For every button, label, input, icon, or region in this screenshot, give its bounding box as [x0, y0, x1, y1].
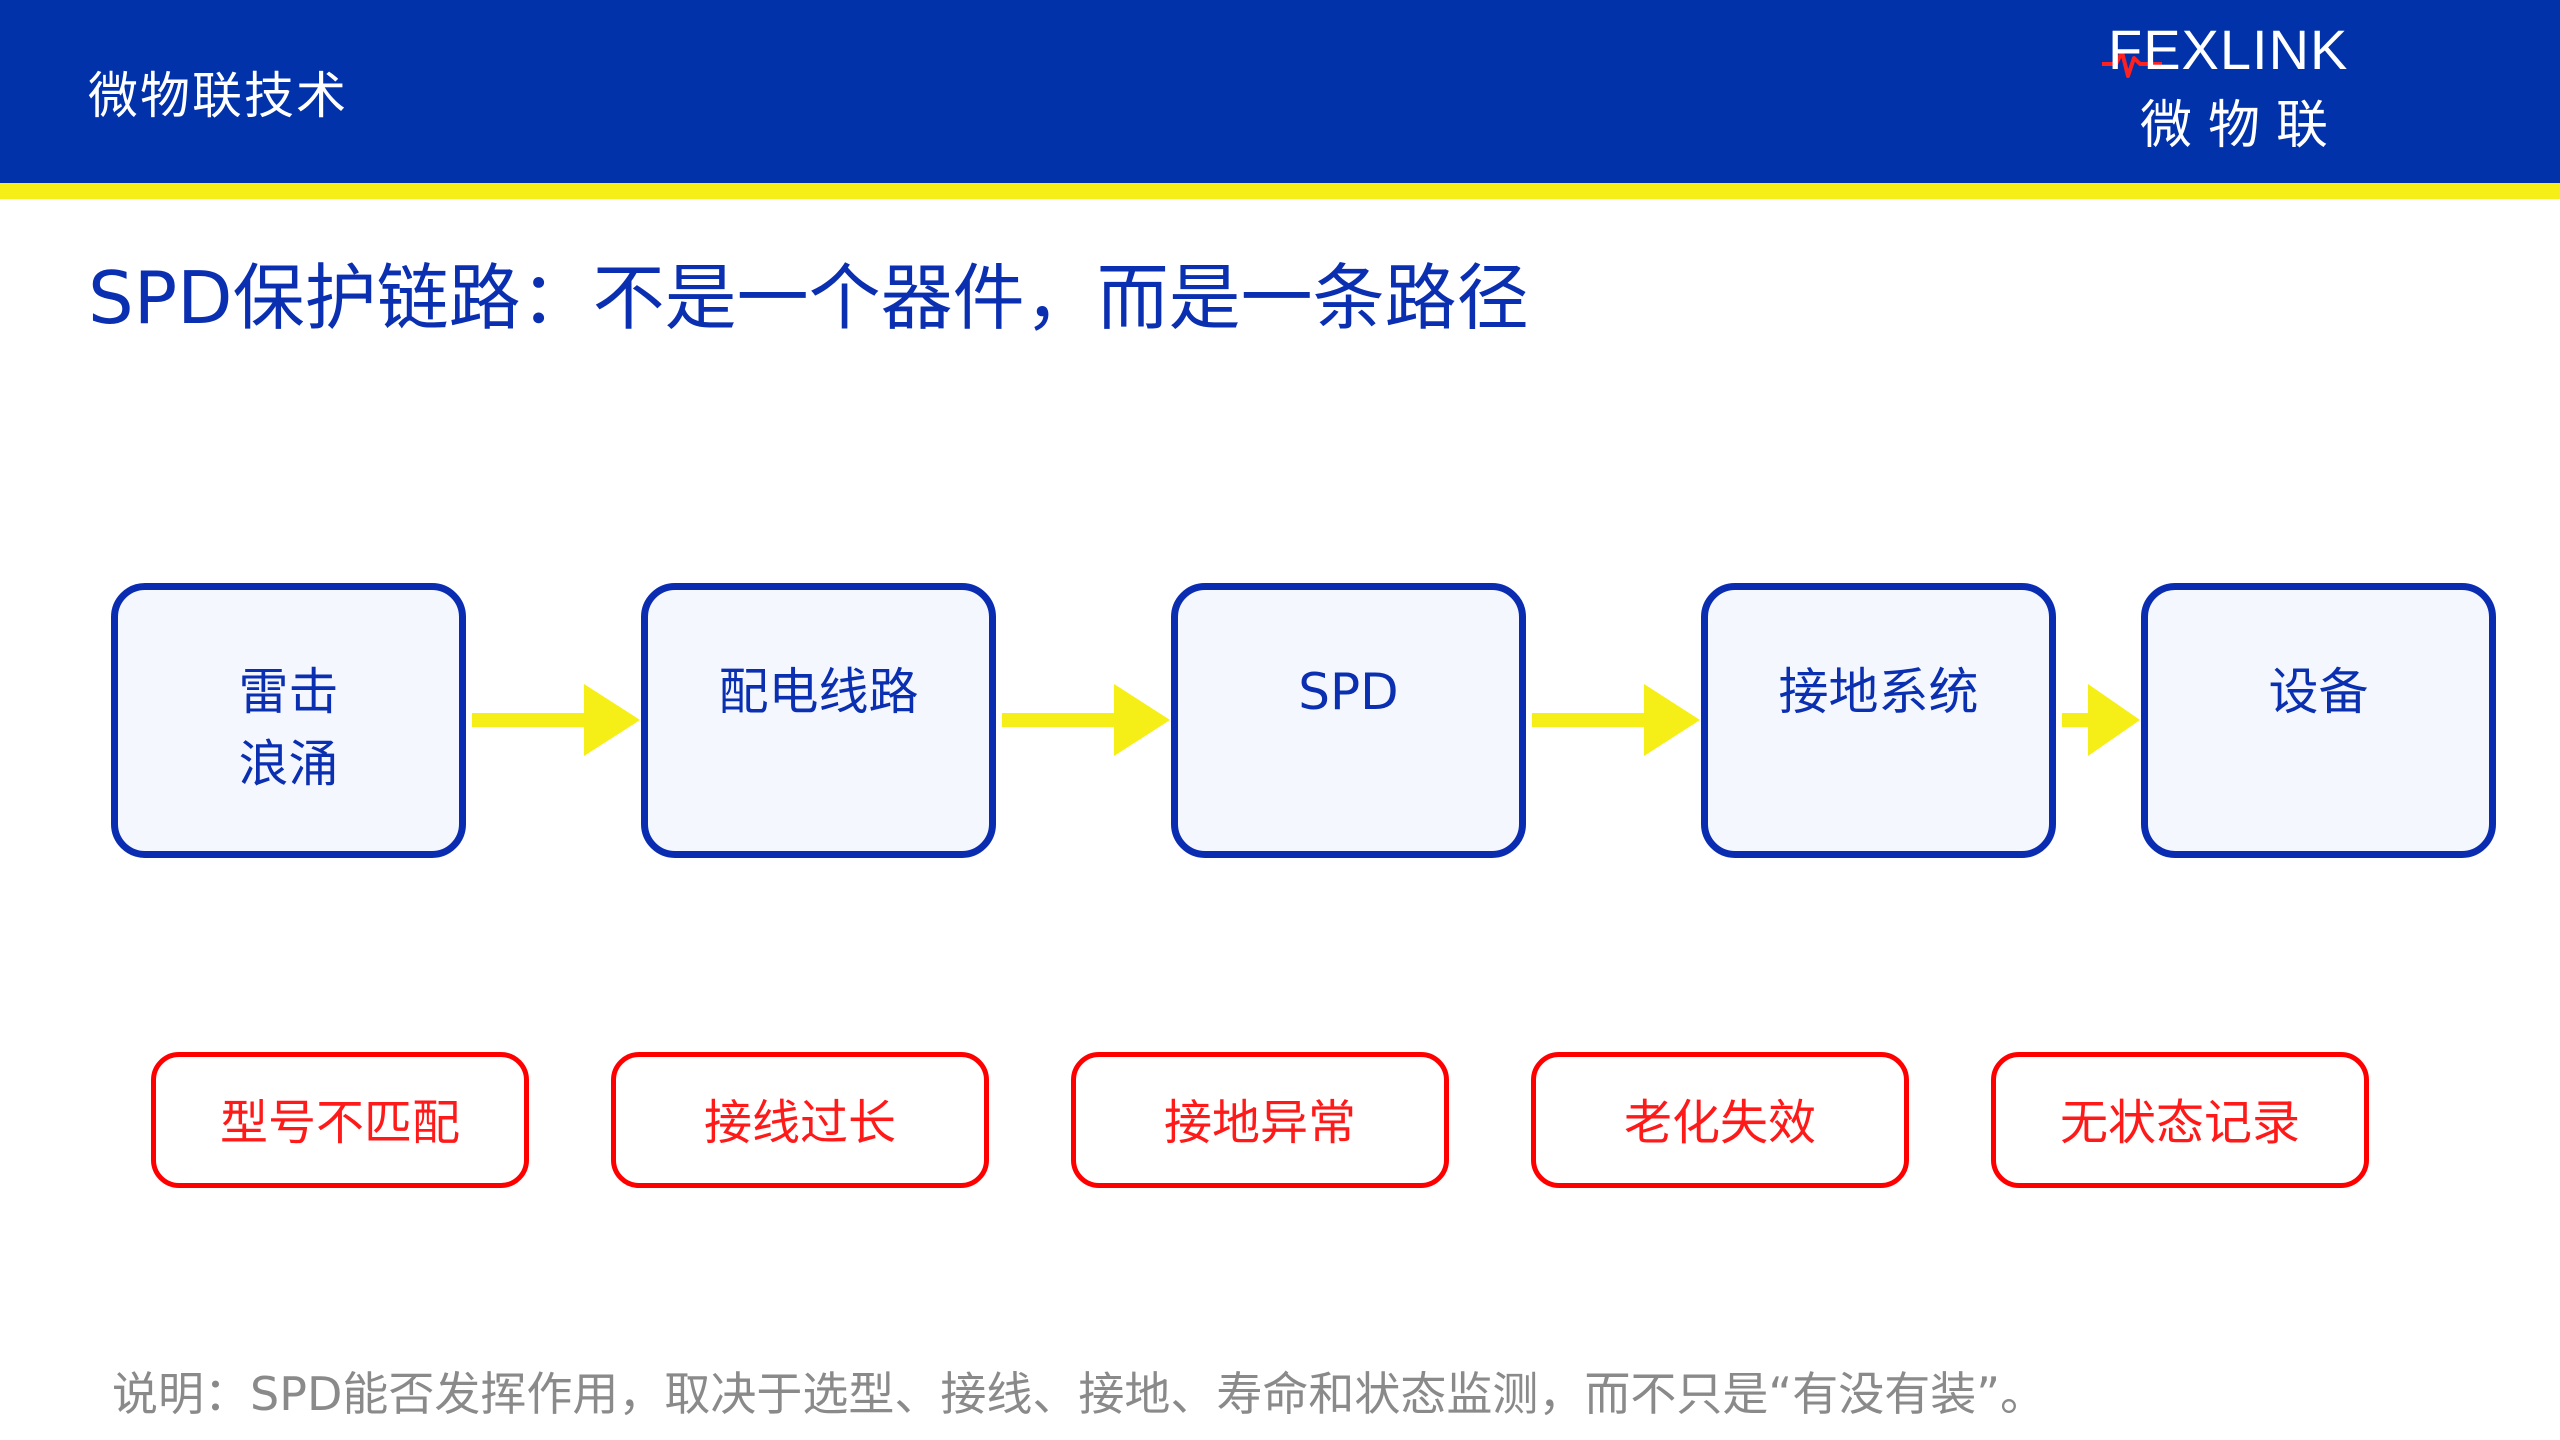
risk-label: 接线过长: [703, 1095, 896, 1151]
flow-node-label: 配电线路: [718, 663, 919, 721]
flow-node-spd: SPD: [1171, 583, 1526, 858]
risk-tag-grounding-abnormal: 接地异常: [1071, 1052, 1449, 1188]
flow-arrow-icon: [2062, 684, 2140, 756]
flow-node-lightning-surge: 雷击 浪涌: [111, 583, 466, 858]
risk-tag-model-mismatch: 型号不匹配: [151, 1052, 529, 1188]
flow-node-grounding-system: 接地系统: [1701, 583, 2056, 858]
risk-label: 型号不匹配: [219, 1095, 460, 1151]
flow-node-equipment: 设备: [2141, 583, 2496, 858]
header-bar: 微物联技术 FEXLINK 微物联: [0, 0, 2560, 183]
header-title: 微物联技术: [88, 67, 348, 125]
flow-node-label: SPD: [1298, 663, 1399, 721]
risk-tag-wiring-too-long: 接线过长: [611, 1052, 989, 1188]
risk-label: 接地异常: [1163, 1095, 1356, 1151]
flow-node-label: 雷击 浪涌: [238, 663, 339, 793]
flow-node-label: 接地系统: [1778, 663, 1979, 721]
logo-wordmark: FEXLINK: [2108, 18, 2349, 81]
flow-node-label: 设备: [2268, 663, 2369, 721]
header-accent-stripe: [0, 183, 2560, 199]
footer-note: 说明：SPD能否发挥作用，取决于选型、接线、接地、寿命和状态监测，而不只是“有没…: [112, 1367, 2047, 1421]
flow-node-distribution-line: 配电线路: [641, 583, 996, 858]
fexlink-logo: FEXLINK 微物联: [2102, 18, 2358, 170]
flow-arrow-icon: [1002, 684, 1170, 756]
risk-tag-no-status-record: 无状态记录: [1991, 1052, 2369, 1188]
risk-tag-aging-failure: 老化失效: [1531, 1052, 1909, 1188]
logo-chinese-name: 微物联: [2140, 96, 2345, 156]
risk-label: 老化失效: [1623, 1095, 1816, 1151]
flow-arrow-icon: [472, 684, 640, 756]
pulse-icon: [2102, 50, 2162, 78]
flow-arrow-icon: [1532, 684, 1700, 756]
risk-label: 无状态记录: [2059, 1095, 2300, 1151]
slide-title: SPD保护链路：不是一个器件，而是一条路径: [88, 256, 1529, 340]
